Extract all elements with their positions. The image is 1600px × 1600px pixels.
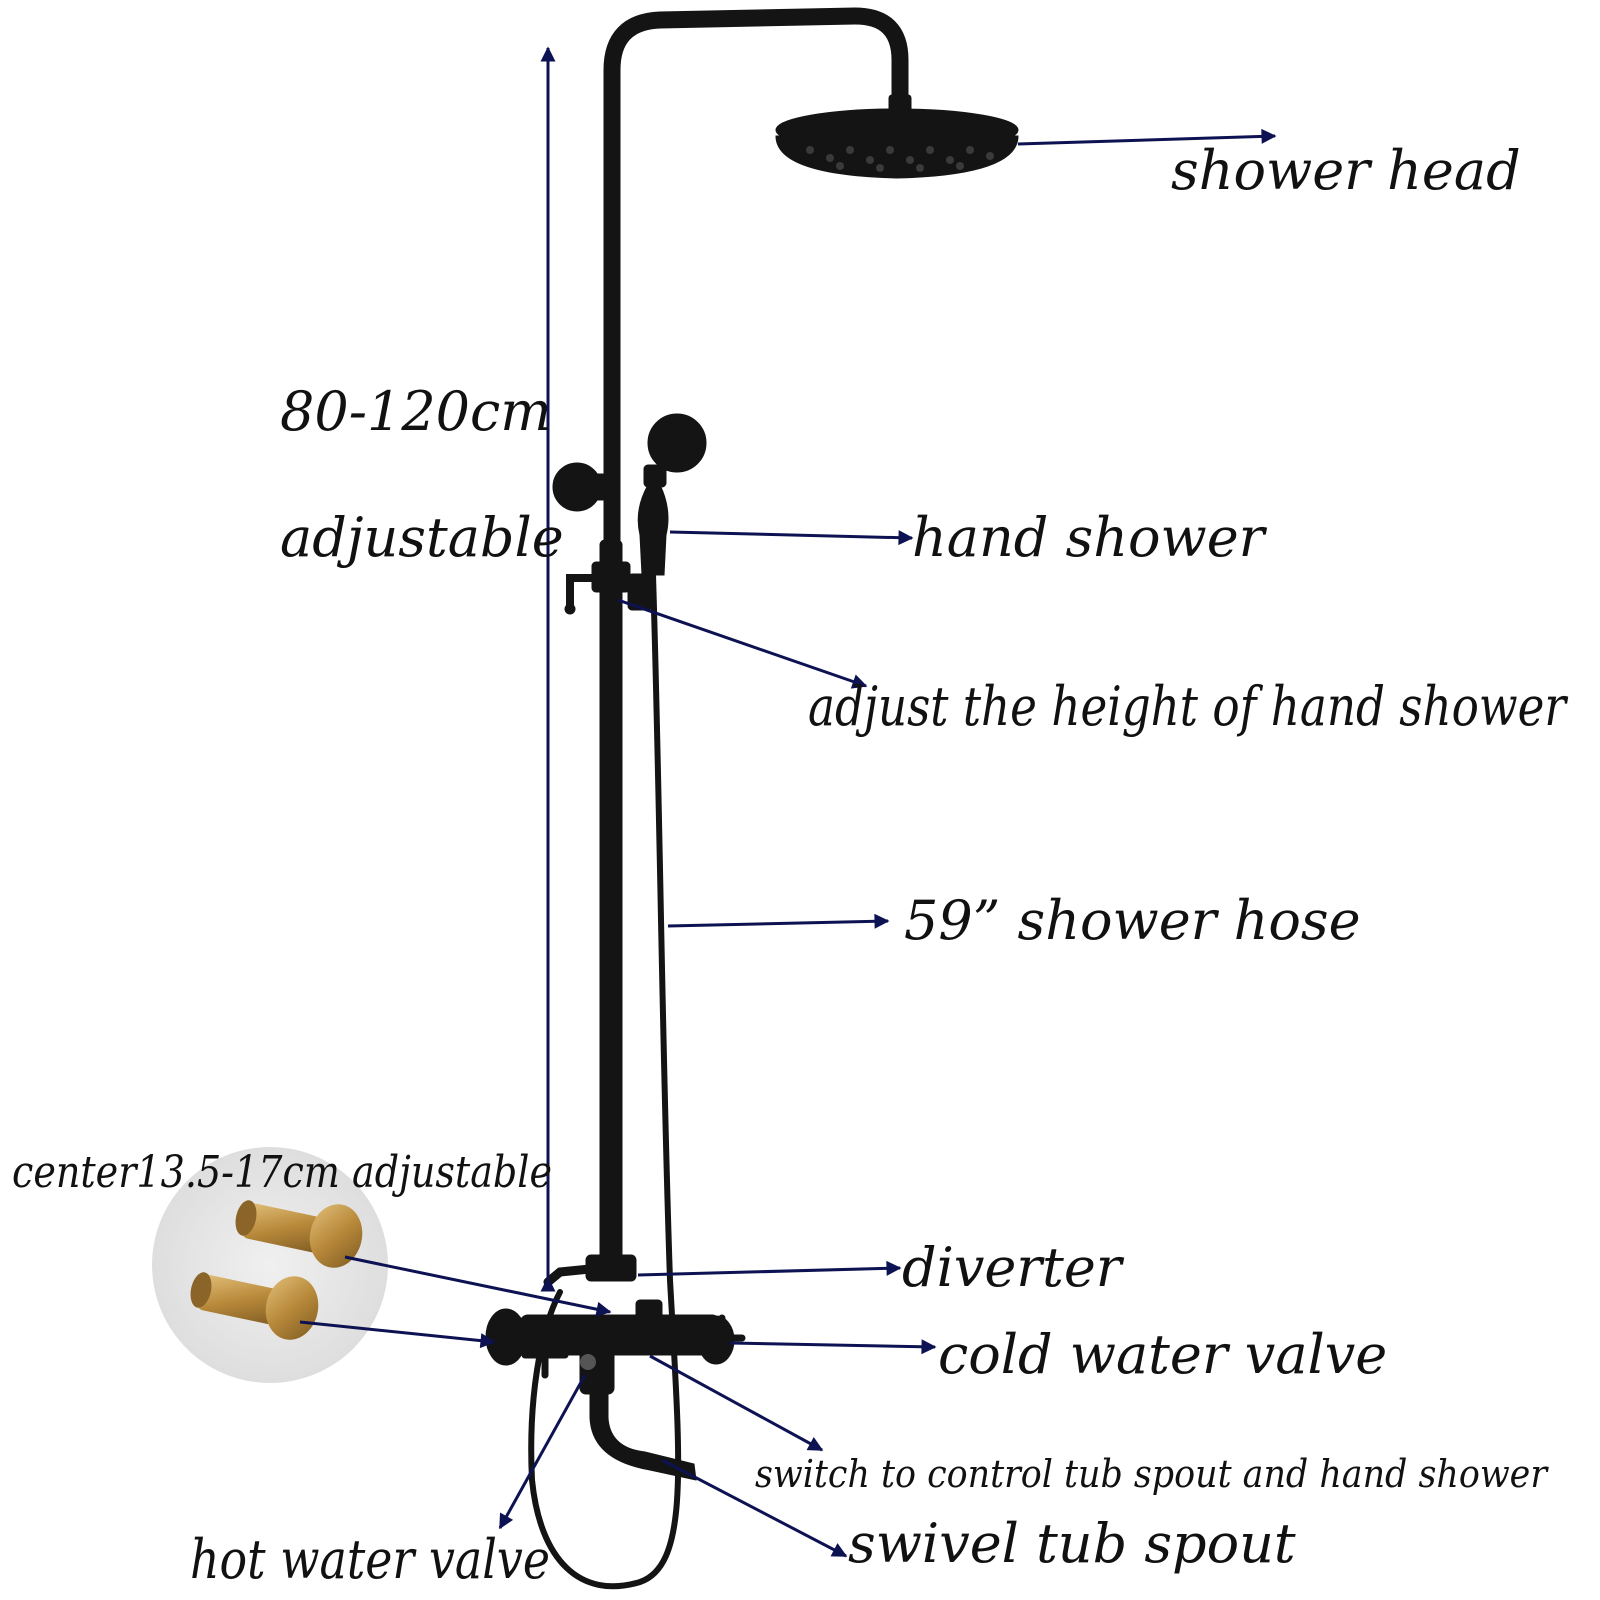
label-height-adjustable: adjustable xyxy=(280,506,564,569)
shower-hose xyxy=(528,572,682,1590)
shower-head-arrow xyxy=(1017,128,1277,146)
shower-fixture xyxy=(485,7,1019,1590)
cold-valve-arrow xyxy=(729,1339,937,1355)
diagram-labels: shower head 80-120cm adjustable hand sho… xyxy=(12,139,1569,1591)
label-hand-shower: hand shower xyxy=(912,506,1268,569)
label-shower-head: shower head xyxy=(1171,139,1521,202)
adjust-height-arrow xyxy=(617,598,868,689)
brass-connector-top xyxy=(235,1200,363,1268)
callout-arrows xyxy=(299,46,1277,1558)
label-height-range: 80-120cm xyxy=(280,380,551,443)
label-shower-hose: 59” shower hose xyxy=(904,889,1361,952)
shower-hose-arrow xyxy=(667,913,890,929)
overhead-arm xyxy=(603,7,909,564)
diverter-fixture xyxy=(543,1254,637,1287)
label-center-adjustable: center13.5-17cm adjustable xyxy=(12,1147,552,1198)
label-diverter: diverter xyxy=(902,1236,1125,1299)
label-hot-water-valve: hot water valve xyxy=(190,1528,550,1591)
label-cold-water-valve: cold water valve xyxy=(938,1323,1387,1386)
label-adjust-height: adjust the height of hand shower xyxy=(808,675,1569,738)
tub-spout-fixture xyxy=(589,1384,697,1481)
hot-valve-handle xyxy=(521,1331,569,1379)
cold-valve-handle xyxy=(698,1314,746,1362)
brass-bottom-arrow xyxy=(299,1320,496,1349)
hand-shower-fixture xyxy=(637,413,707,576)
diverter-arrow xyxy=(637,1260,902,1277)
brass-top-arrow xyxy=(344,1255,612,1317)
hot-valve-arrow xyxy=(498,1374,587,1530)
shower-head-fixture xyxy=(775,108,1019,179)
main-riser xyxy=(599,539,623,1276)
label-switch-control: switch to control tub spout and hand sho… xyxy=(755,1452,1550,1496)
switch-control-arrow xyxy=(649,1354,824,1452)
swivel-spout-arrow xyxy=(661,1458,848,1558)
hand-shower-arrow xyxy=(669,530,914,546)
slide-bracket xyxy=(564,561,653,615)
wall-bracket xyxy=(552,462,609,512)
label-swivel-tub-spout: swivel tub spout xyxy=(848,1512,1296,1575)
